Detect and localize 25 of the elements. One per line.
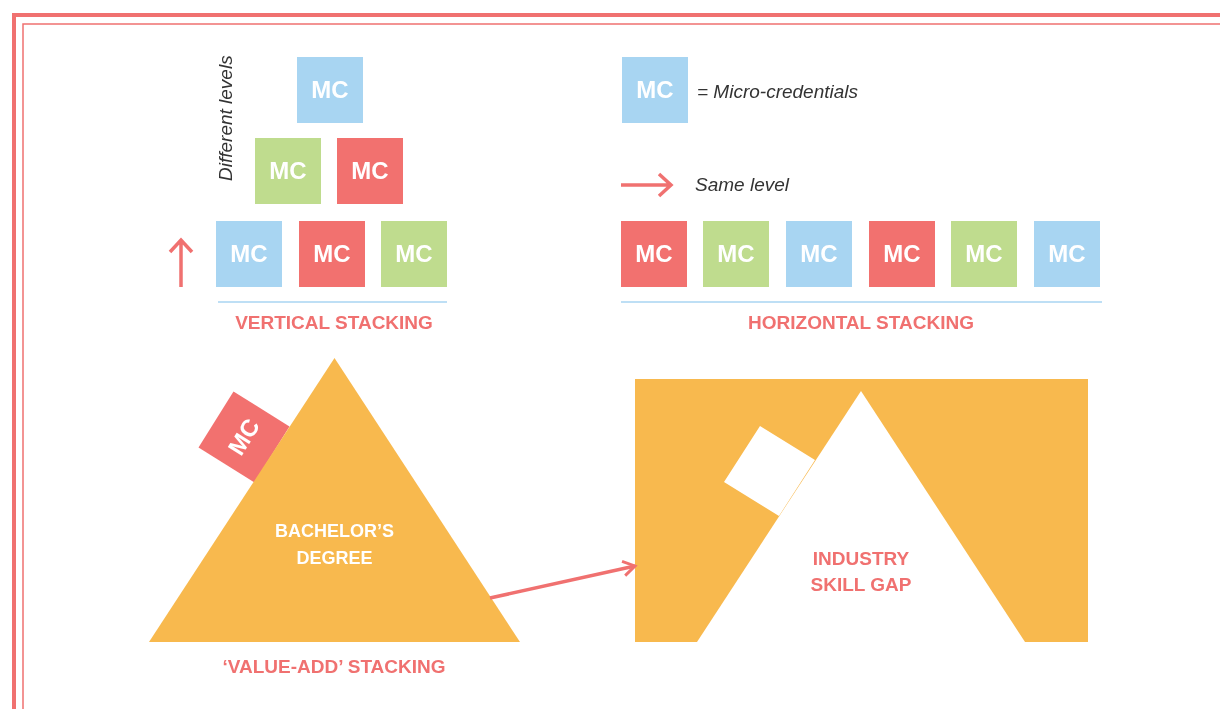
credential-tile: MC	[786, 221, 852, 287]
direction-caption: Same level	[695, 174, 789, 196]
credential-tile: MC	[297, 57, 363, 123]
credential-tile: MC	[703, 221, 769, 287]
credential-tile: MC	[1034, 221, 1100, 287]
section-heading: VERTICAL STACKING	[235, 312, 433, 334]
skill-gap-triangle	[697, 391, 1025, 642]
section-heading: ‘VALUE-ADD’ STACKING	[222, 656, 446, 678]
credential-tile: MC	[255, 138, 321, 204]
arrow	[489, 559, 637, 600]
credential-tile: MC	[869, 221, 935, 287]
credential-tile: MC	[951, 221, 1017, 287]
credential-tile: MC	[216, 221, 282, 287]
node-label: BACHELOR’S DEGREE	[274, 520, 395, 570]
axis-caption: Different levels	[215, 55, 237, 183]
legend-text: = Micro-credentials	[697, 81, 859, 103]
credential-tile: MC	[621, 221, 687, 287]
credential-tile: MC	[337, 138, 403, 204]
node-label: INDUSTRY SKILL GAP	[809, 546, 913, 597]
credential-tile: MC	[381, 221, 447, 287]
credential-tile: MC	[299, 221, 365, 287]
credential-tile: MC	[622, 57, 688, 123]
degree-triangle	[149, 358, 520, 642]
skill-gap-panel	[635, 379, 1088, 642]
section-heading: HORIZONTAL STACKING	[748, 312, 974, 334]
